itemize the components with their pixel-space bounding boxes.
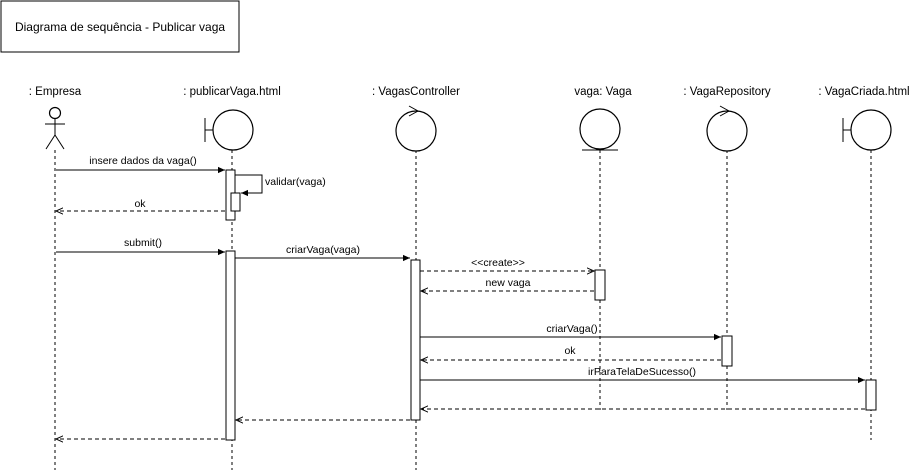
- activation-vagas-controller: [410, 259, 421, 421]
- message-ok-repository-return: ok: [421, 345, 721, 360]
- message-submit: submit(): [56, 237, 225, 256]
- message-validar-self: validar(vaga): [235, 174, 326, 197]
- message-criar-vaga-controller: criarVaga(vaga): [235, 244, 410, 262]
- message-label: ok: [134, 198, 146, 210]
- title-frame: [0, 0, 240, 53]
- message-label: criarVaga(): [546, 323, 597, 335]
- message-label: insere dados da vaga(): [89, 155, 196, 167]
- title-text: Diagrama de sequência - Publicar vaga: [15, 20, 225, 34]
- message-insere-dados: insere dados da vaga(): [56, 155, 225, 174]
- participant-label-vaga-repository: : VagaRepository: [683, 86, 771, 98]
- message-label: validar(vaga): [265, 176, 326, 188]
- message-label: criarVaga(vaga): [286, 244, 360, 256]
- diagram-title: Diagrama de sequência - Publicar vaga: [0, 0, 240, 53]
- activation-vaga-repository: [721, 335, 733, 367]
- message-label: ok: [564, 345, 576, 357]
- control-icon: [395, 105, 437, 152]
- control-icon: [706, 105, 748, 152]
- message-new-vaga-return: new vaga: [421, 277, 594, 291]
- participant-label-vagas-controller: : VagasController: [372, 86, 460, 98]
- message-label: irParaTelaDeSucesso(): [588, 366, 696, 378]
- participant-label-empresa: : Empresa: [29, 86, 82, 98]
- message-label: new vaga: [486, 277, 531, 289]
- message-criar-vaga-repository: criarVaga(): [420, 323, 721, 341]
- boundary-icon: [204, 109, 254, 151]
- message-ok-return: ok: [56, 198, 225, 211]
- activation-vaga: [594, 269, 606, 301]
- participant-label-vaga: vaga: Vaga: [574, 86, 632, 98]
- actor-icon: [45, 106, 65, 150]
- entity-icon: [579, 108, 621, 151]
- participant-label-vaga-criada: : VagaCriada.html: [818, 86, 909, 98]
- message-ir-para-tela-de-sucesso: irParaTelaDeSucesso(): [420, 366, 865, 384]
- activation-publicar-vaga-2: [225, 250, 236, 441]
- participant-label-publicar-vaga: : publicarVaga.html: [183, 86, 281, 98]
- activation-vaga-criada: [865, 379, 877, 411]
- activation-publicar-vaga-self: [230, 192, 241, 212]
- message-label: submit(): [124, 237, 162, 249]
- message-label: <<create>>: [471, 257, 525, 269]
- message-create: <<create>>: [420, 257, 594, 271]
- boundary-icon: [842, 109, 892, 151]
